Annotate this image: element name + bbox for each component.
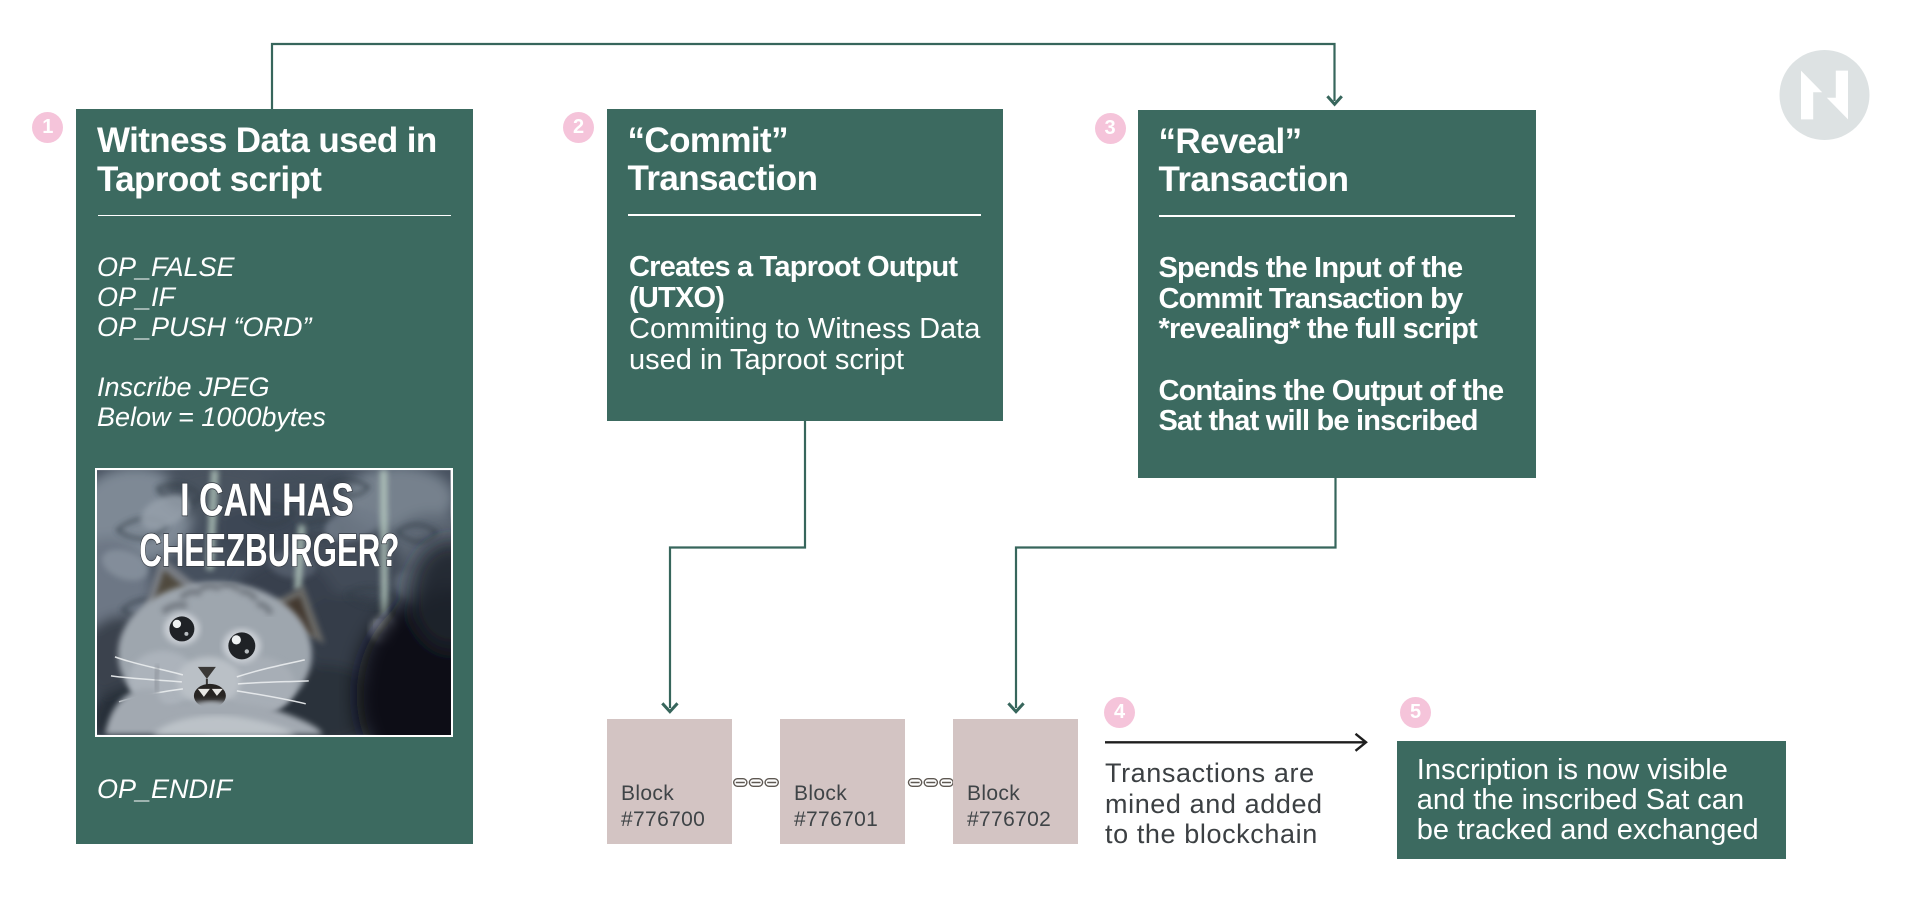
svg-text:I CAN HAS: I CAN HAS — [181, 473, 355, 525]
svg-text:CHEEZBURGER?: CHEEZBURGER? — [140, 525, 400, 576]
